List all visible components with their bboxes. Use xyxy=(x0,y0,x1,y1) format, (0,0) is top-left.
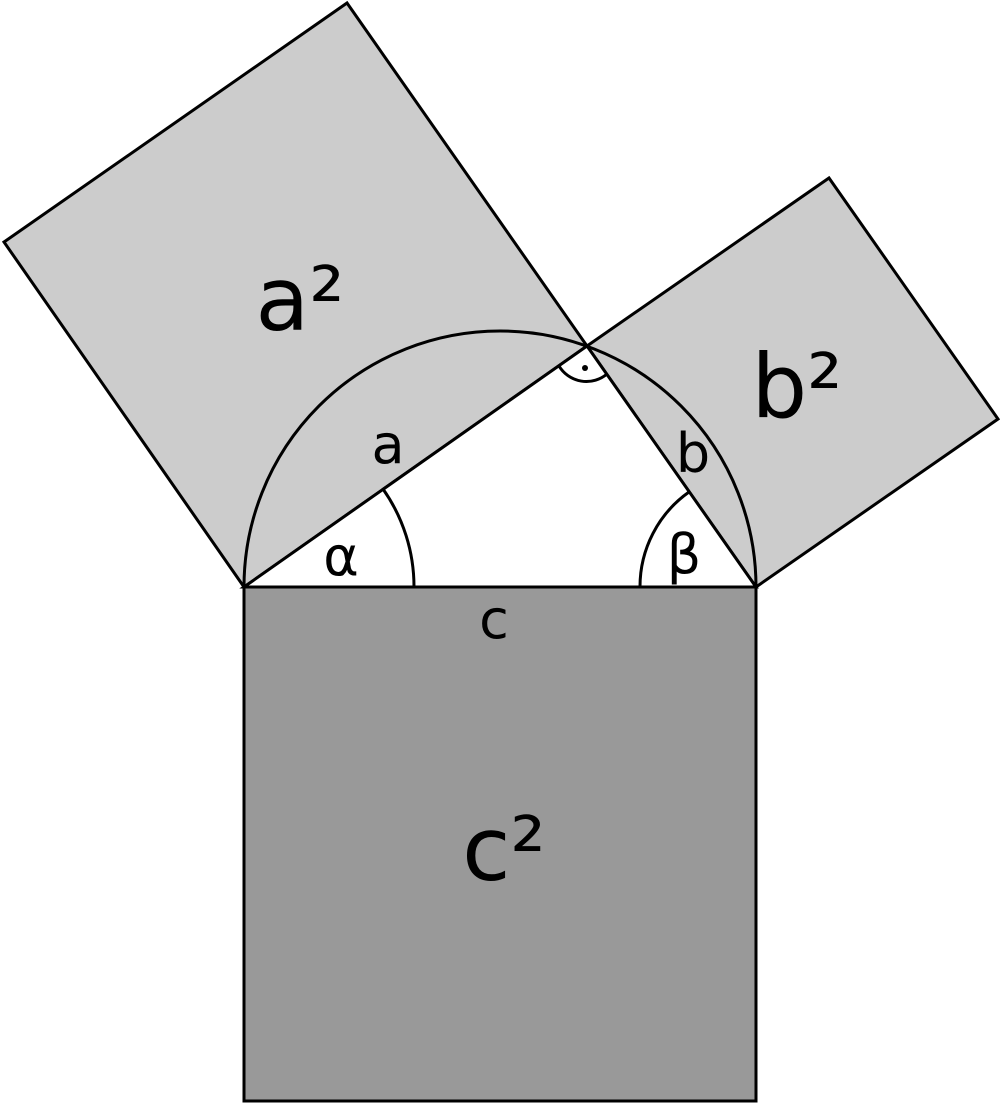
label-angle-beta: β xyxy=(667,523,701,586)
right-triangle xyxy=(239,343,759,589)
label-b-squared: b² xyxy=(751,335,842,438)
thales-semicircle xyxy=(242,329,758,588)
right-angle-dot xyxy=(582,365,588,371)
angle-beta-arc xyxy=(638,490,690,588)
label-side-b: b xyxy=(676,422,710,485)
label-angle-alpha: α xyxy=(323,525,359,588)
angle-alpha-arc xyxy=(381,488,416,588)
right-angle-arc xyxy=(557,365,608,383)
label-side-c: c xyxy=(479,588,509,651)
label-c-squared: c² xyxy=(462,798,546,901)
square-c xyxy=(242,585,758,1103)
label-a-squared: a² xyxy=(255,248,344,351)
label-side-a: a xyxy=(371,413,404,476)
